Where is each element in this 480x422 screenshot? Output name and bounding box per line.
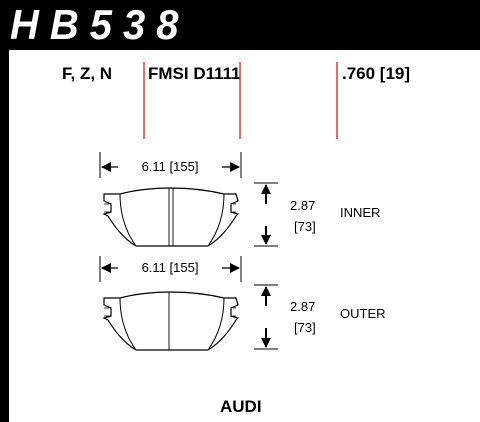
outer-position-label: OUTER xyxy=(340,306,386,321)
inner-height-mm: [73] xyxy=(294,219,316,234)
inner-pad-outline xyxy=(102,187,240,247)
inner-pad-width-dimension xyxy=(99,152,242,178)
outer-width-label: 6.11 [155] xyxy=(120,260,220,276)
inner-height-in: 2.87 xyxy=(290,198,316,213)
inner-position-label: INNER xyxy=(340,205,381,220)
outer-pad-width-dimension xyxy=(99,256,242,282)
fmsi-number: FMSI D1111 xyxy=(148,64,241,83)
inner-pad-height-dimension xyxy=(254,182,278,247)
outer-height-in: 2.87 xyxy=(290,299,316,314)
part-number: HB538 xyxy=(10,2,190,49)
outer-height-mm: [73] xyxy=(294,320,316,335)
left-border xyxy=(0,0,9,422)
pad-thickness: .760 [19] xyxy=(342,64,411,83)
inner-width-label: 6.11 [155] xyxy=(120,159,220,175)
header-bar: HB538 xyxy=(0,0,480,50)
compound-codes: F, Z, N xyxy=(62,64,113,83)
outer-pad-height-dimension xyxy=(254,284,278,350)
outer-pad-outline xyxy=(102,291,240,351)
vehicle-label: AUDI xyxy=(220,397,262,416)
